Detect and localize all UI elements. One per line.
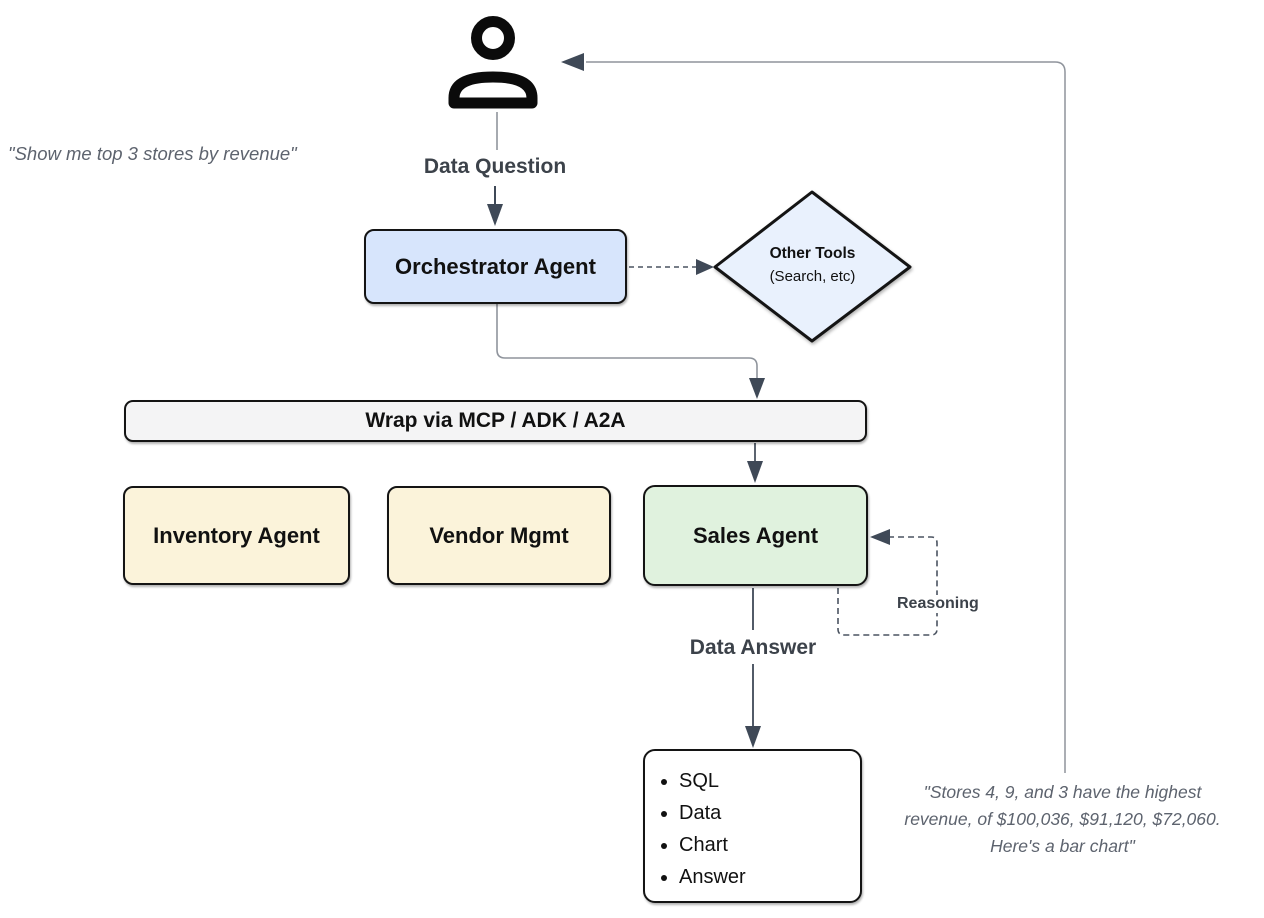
- other-tools-diamond: [713, 190, 912, 343]
- feedback-line: [586, 61, 1066, 773]
- wrap-arrowhead: [749, 378, 765, 399]
- data-question-label: Data Question: [423, 155, 567, 178]
- data-answer-label: Data Answer: [689, 636, 817, 659]
- agent-answer-line: revenue, of $100,036, $91,120, $72,060.: [904, 809, 1221, 829]
- reasoning-arrowhead: [870, 529, 890, 545]
- sales-arrowhead: [747, 461, 763, 483]
- output-arrowhead: [745, 726, 761, 748]
- person-head: [471, 16, 515, 60]
- output-item: Answer: [679, 861, 860, 893]
- inventory-agent-node: Inventory Agent: [123, 486, 350, 585]
- reasoning-label: Reasoning: [893, 595, 983, 613]
- orchestrator-to-wrap-elbow: [496, 304, 758, 390]
- output-item: Chart: [679, 829, 860, 861]
- tools-arrowhead: [696, 259, 714, 275]
- reasoning-loop-dashed: [837, 536, 938, 636]
- orchestrator-agent-node: Orchestrator Agent: [364, 229, 627, 304]
- output-box: SQLDataChartAnswer: [643, 749, 862, 903]
- wrap-layer-node: Wrap via MCP / ADK / A2A: [124, 400, 867, 442]
- agent-answer-line: Here's a bar chart": [990, 836, 1135, 856]
- output-list: SQLDataChartAnswer: [645, 765, 860, 893]
- agent-answer-quote: "Stores 4, 9, and 3 have the highest rev…: [865, 779, 1260, 860]
- agent-answer-line: "Stores 4, 9, and 3 have the highest: [923, 782, 1202, 802]
- user-question-quote: "Show me top 3 stores by revenue": [8, 143, 297, 164]
- question-arrowhead: [487, 204, 503, 226]
- output-item: Data: [679, 797, 860, 829]
- sales-agent-node: Sales Agent: [643, 485, 868, 586]
- vendor-mgmt-node: Vendor Mgmt: [387, 486, 611, 585]
- feedback-arrowhead: [561, 53, 584, 71]
- person-body: [448, 71, 538, 109]
- person-icon: [446, 10, 546, 114]
- output-item: SQL: [679, 765, 860, 797]
